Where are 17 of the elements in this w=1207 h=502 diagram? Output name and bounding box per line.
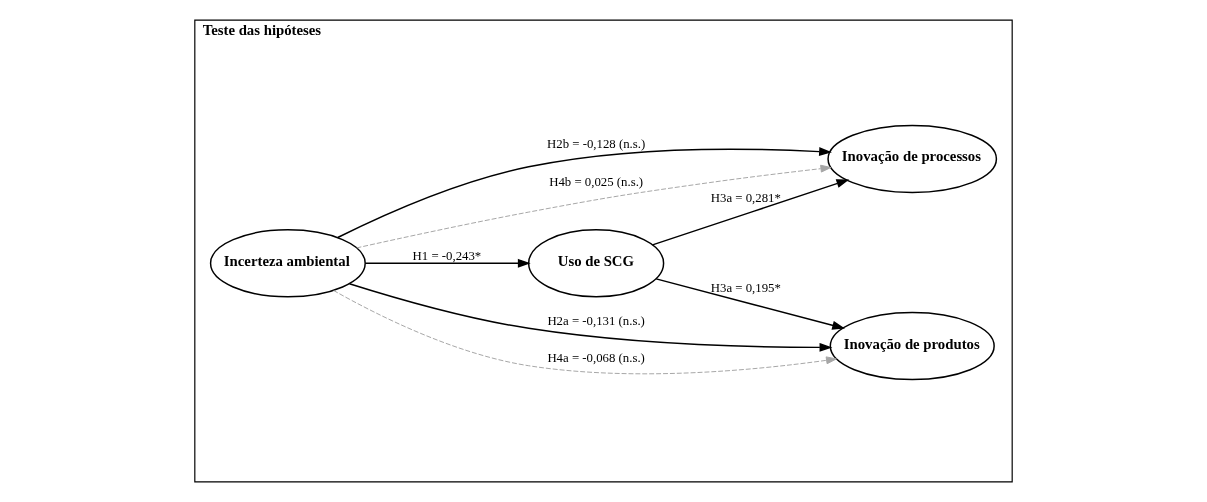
- arrow: [364, 258, 531, 268]
- arrow: [356, 164, 832, 249]
- arrow: [333, 290, 837, 375]
- arrow: [337, 147, 832, 239]
- edge-label: H3a = 0,195*: [710, 281, 781, 296]
- edge-label: H1 = -0,243*: [412, 248, 482, 263]
- node-ellipse: Uso de SCG: [527, 229, 665, 298]
- edge-label: H4a = -0,068 (n.s.): [547, 351, 645, 366]
- arrow: [651, 179, 850, 246]
- arrow: [655, 278, 846, 330]
- edge-label: H2b = -0,128 (n.s.): [547, 137, 646, 152]
- edge-label: H2a = -0,131 (n.s.): [547, 313, 645, 328]
- node-ellipse: Incerteza ambiental: [209, 229, 366, 298]
- edge-label: H3a = 0,281*: [710, 190, 781, 205]
- edge-label: H4b = 0,025 (n.s.): [549, 174, 644, 189]
- node-ellipse: Inovação de processos: [827, 124, 998, 194]
- arrow: [348, 282, 833, 352]
